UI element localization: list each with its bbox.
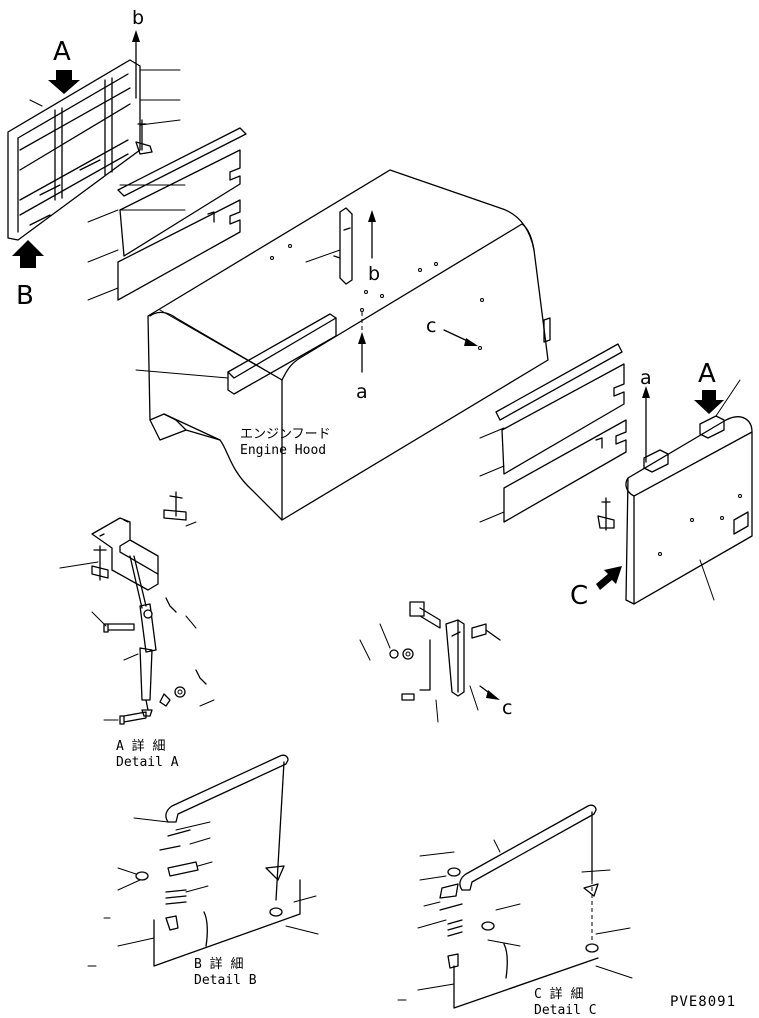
marker-a-lower-right: a bbox=[640, 367, 652, 389]
detail-c-label-en: Detail C bbox=[534, 1003, 597, 1018]
connection-arrow-a-hood bbox=[358, 312, 366, 373]
right-seal-strips bbox=[479, 343, 627, 523]
view-arrow-a-left bbox=[48, 70, 80, 94]
left-door-panel bbox=[7, 59, 186, 241]
drawing-code: PVE8091 bbox=[670, 994, 736, 1010]
marker-c-upper: C bbox=[570, 581, 588, 611]
marker-b-lower-top: b bbox=[132, 7, 144, 29]
detail-c-assembly bbox=[397, 804, 633, 1009]
right-door-panel bbox=[597, 379, 753, 605]
marker-a-lower-hood: a bbox=[356, 381, 368, 403]
detail-b-label-en: Detail B bbox=[194, 973, 257, 988]
connection-arrow-c-hood bbox=[443, 329, 478, 346]
marker-a-upper-left: A bbox=[53, 37, 71, 67]
detail-a-label-en: Detail A bbox=[116, 755, 179, 770]
marker-b-lower-hood: b bbox=[368, 263, 380, 285]
marker-b-upper: B bbox=[16, 281, 34, 311]
engine-hood-body bbox=[135, 169, 551, 521]
detail-b-label-jp: B 詳 細 bbox=[194, 956, 243, 972]
engine-hood-label-jp: エンジンフード bbox=[240, 427, 331, 442]
marker-a-upper-right: A bbox=[698, 359, 716, 389]
detail-a-label-jp: A 詳 細 bbox=[116, 738, 165, 754]
left-seal-strips bbox=[87, 127, 247, 301]
view-arrow-b bbox=[12, 240, 44, 268]
detail-b-assembly bbox=[87, 754, 319, 967]
view-arrow-a-right bbox=[694, 390, 724, 414]
view-arrow-c bbox=[596, 566, 622, 590]
connection-arrow-b-hood bbox=[368, 210, 376, 259]
engine-hood-label-en: Engine Hood bbox=[240, 443, 326, 458]
detail-c-label-jp: C 詳 細 bbox=[534, 986, 583, 1002]
detail-center-latch bbox=[359, 601, 501, 723]
connection-arrow-b-top bbox=[132, 30, 140, 99]
marker-c-lower-detail: c bbox=[502, 697, 512, 719]
marker-c-lower-hood: c bbox=[426, 315, 436, 337]
connection-arrow-a-right bbox=[642, 386, 650, 463]
detail-a-assembly bbox=[59, 491, 215, 725]
